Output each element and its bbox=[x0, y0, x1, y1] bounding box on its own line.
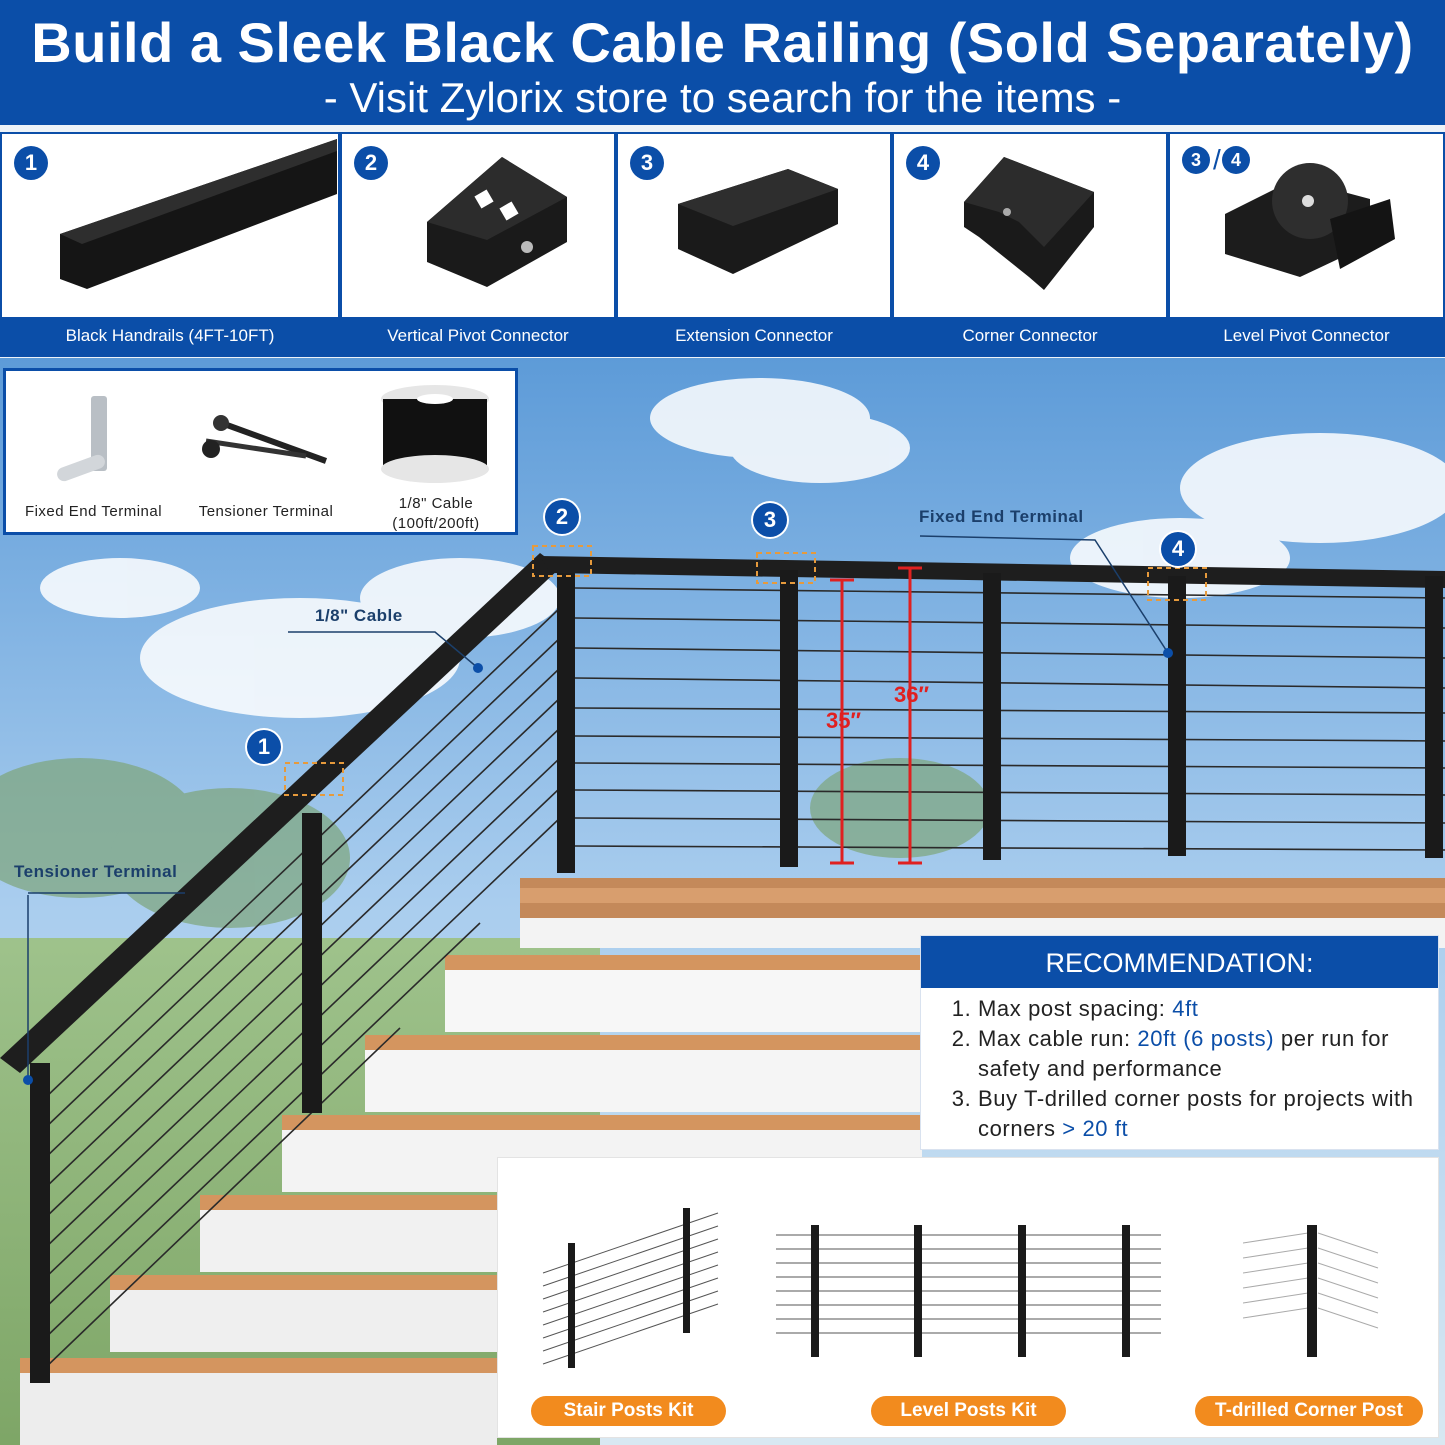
cable-spool-image bbox=[381, 385, 489, 483]
cable-callout-label: 1/8" Cable bbox=[315, 606, 403, 625]
product-card-level-pivot: 3 / 4 Level Pivot Connector bbox=[1168, 132, 1445, 357]
product-card-corner: 4 Corner Connector bbox=[892, 132, 1168, 357]
header-banner: Build a Sleek Black Cable Railing (Sold … bbox=[0, 0, 1445, 125]
railing-scene bbox=[0, 358, 1445, 1445]
level-posts-kit-image bbox=[776, 1225, 1161, 1357]
extension-connector-image bbox=[678, 169, 838, 274]
stair-posts-kit-image bbox=[542, 1208, 719, 1368]
corner-connector-image bbox=[964, 157, 1094, 290]
callout-number-1: 1 bbox=[247, 730, 281, 764]
callout-number-4: 4 bbox=[1161, 532, 1195, 566]
product-label: Corner Connector bbox=[894, 317, 1166, 355]
product-number: 3 bbox=[1182, 146, 1210, 174]
product-number: 3 bbox=[630, 146, 664, 180]
tensioner-terminal-image bbox=[202, 415, 328, 464]
corner-post-label: T-drilled Corner Post bbox=[1195, 1396, 1423, 1426]
product-number-b: 4 bbox=[1222, 146, 1250, 174]
product-number: 4 bbox=[906, 146, 940, 180]
level-pivot-connector-image bbox=[1225, 163, 1395, 277]
tensioner-terminal-label: Tensioner Terminal bbox=[198, 503, 334, 520]
cable-size: 1/8" Cable bbox=[398, 495, 474, 512]
recommendation-box: RECOMMENDATION: Max post spacing: 4ft Ma… bbox=[920, 935, 1439, 1150]
cable-length: (100ft/200ft) bbox=[392, 515, 480, 532]
recommendation-heading: RECOMMENDATION: bbox=[921, 936, 1438, 988]
product-card-handrail: 1 Black Handrails (4FT-10FT) bbox=[0, 132, 340, 357]
product-number: 2 bbox=[354, 146, 388, 180]
dimension-36-label: 36″ bbox=[894, 682, 930, 707]
callout-number-2: 2 bbox=[545, 500, 579, 534]
recommendation-list: Max post spacing: 4ft Max cable run: 20f… bbox=[941, 994, 1445, 1144]
dimension-35-label: 35″ bbox=[826, 708, 862, 733]
tensioner-callout-label: Tensioner Terminal bbox=[14, 862, 178, 881]
recommendation-item: Buy T-drilled corner posts for projects … bbox=[978, 1084, 1445, 1144]
handrail-image bbox=[60, 139, 337, 289]
product-card-vertical-pivot: 2 Vertical Pivot Connector bbox=[340, 132, 616, 357]
fixed-end-terminal-image bbox=[57, 396, 107, 482]
page-subtitle: - Visit Zylorix store to search for the … bbox=[323, 74, 1122, 121]
post-kits-panel: Stair Posts Kit Level Posts Kit T-drille… bbox=[497, 1157, 1439, 1438]
slash-divider: / bbox=[1213, 144, 1221, 175]
product-label: Vertical Pivot Connector bbox=[342, 317, 614, 355]
accessories-box: Fixed End Terminal Tensioner Terminal 1/… bbox=[3, 368, 518, 535]
product-card-extension: 3 Extension Connector bbox=[616, 132, 892, 357]
cable-spool-label: 1/8" Cable (100ft/200ft) bbox=[366, 494, 506, 534]
stair-handrail bbox=[0, 553, 575, 1383]
recommendation-item: Max post spacing: 4ft bbox=[978, 994, 1445, 1024]
fixed-end-terminal-label: Fixed End Terminal bbox=[24, 503, 163, 520]
level-handrail bbox=[540, 556, 1445, 867]
product-number: 1 bbox=[14, 146, 48, 180]
stair-posts-kit-label: Stair Posts Kit bbox=[531, 1396, 726, 1426]
callout-number-3: 3 bbox=[753, 503, 787, 537]
product-label: Level Pivot Connector bbox=[1170, 317, 1443, 355]
recommendation-item: Max cable run: 20ft (6 posts) per run fo… bbox=[978, 1024, 1445, 1084]
fixed-end-callout-label: Fixed End Terminal bbox=[919, 507, 1084, 526]
product-label: Black Handrails (4FT-10FT) bbox=[2, 317, 338, 355]
corner-post-image bbox=[1243, 1225, 1379, 1357]
product-label: Extension Connector bbox=[618, 317, 890, 355]
level-posts-kit-label: Level Posts Kit bbox=[871, 1396, 1066, 1426]
page-title: Build a Sleek Black Cable Railing (Sold … bbox=[31, 11, 1414, 74]
vertical-pivot-connector-image bbox=[427, 157, 567, 287]
